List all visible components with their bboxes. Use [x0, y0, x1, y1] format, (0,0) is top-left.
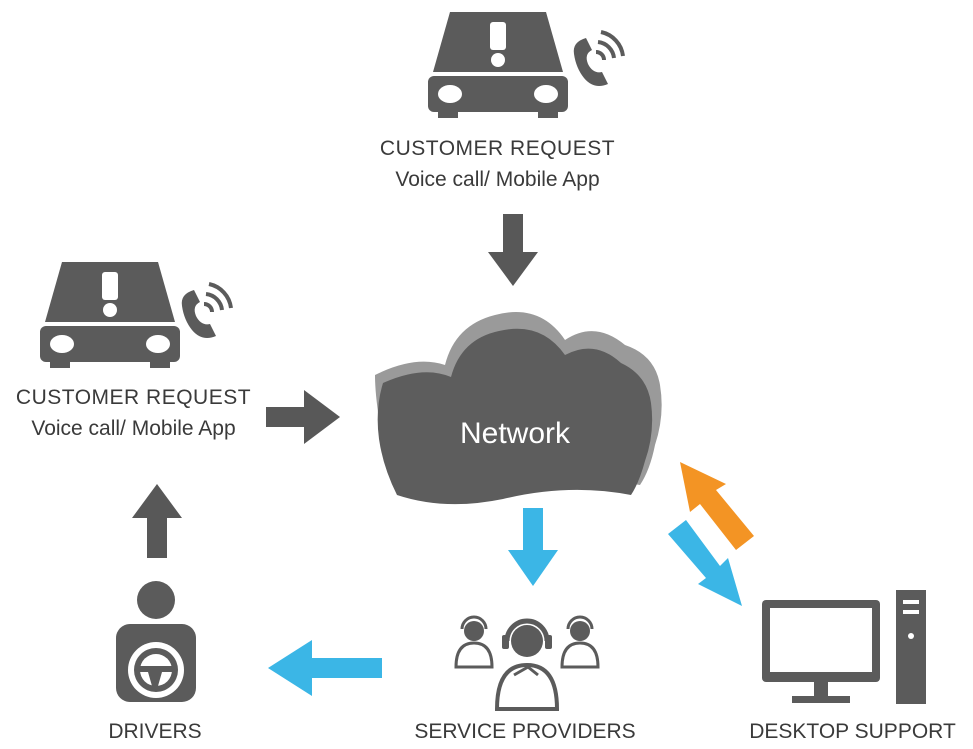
- arrow-top-request-to-network: [488, 214, 538, 286]
- arrow-network-to-desktop-support: [668, 520, 742, 606]
- driver-steering-wheel-icon: [116, 581, 196, 702]
- left-request-subtitle: Voice call/ Mobile App: [31, 417, 236, 440]
- arrow-service-providers-to-drivers: [268, 640, 382, 696]
- left-request-title: CUSTOMER REQUEST: [15, 386, 252, 409]
- arrow-network-to-service-providers: [508, 508, 558, 586]
- cloud-icon: [375, 312, 662, 505]
- service-providers-label: SERVICE PROVIDERS: [414, 720, 636, 743]
- car-warning-icon: [428, 12, 568, 118]
- arrow-left-request-to-network: [266, 390, 340, 444]
- top-request-title: CUSTOMER REQUEST: [379, 137, 616, 160]
- phone-call-icon: [181, 282, 233, 338]
- top-request-subtitle: Voice call/ Mobile App: [395, 168, 600, 191]
- headset-operators-icon: [454, 615, 600, 711]
- desktop-support-label: DESKTOP SUPPORT: [749, 720, 956, 743]
- desktop-computer-icon: [762, 590, 926, 704]
- drivers-label: DRIVERS: [108, 720, 202, 743]
- arrow-desktop-support-to-network: [680, 462, 754, 550]
- network-label: Network: [459, 417, 571, 450]
- phone-call-icon: [573, 30, 625, 86]
- car-warning-icon: [40, 262, 180, 368]
- arrow-drivers-to-left-request: [132, 484, 182, 558]
